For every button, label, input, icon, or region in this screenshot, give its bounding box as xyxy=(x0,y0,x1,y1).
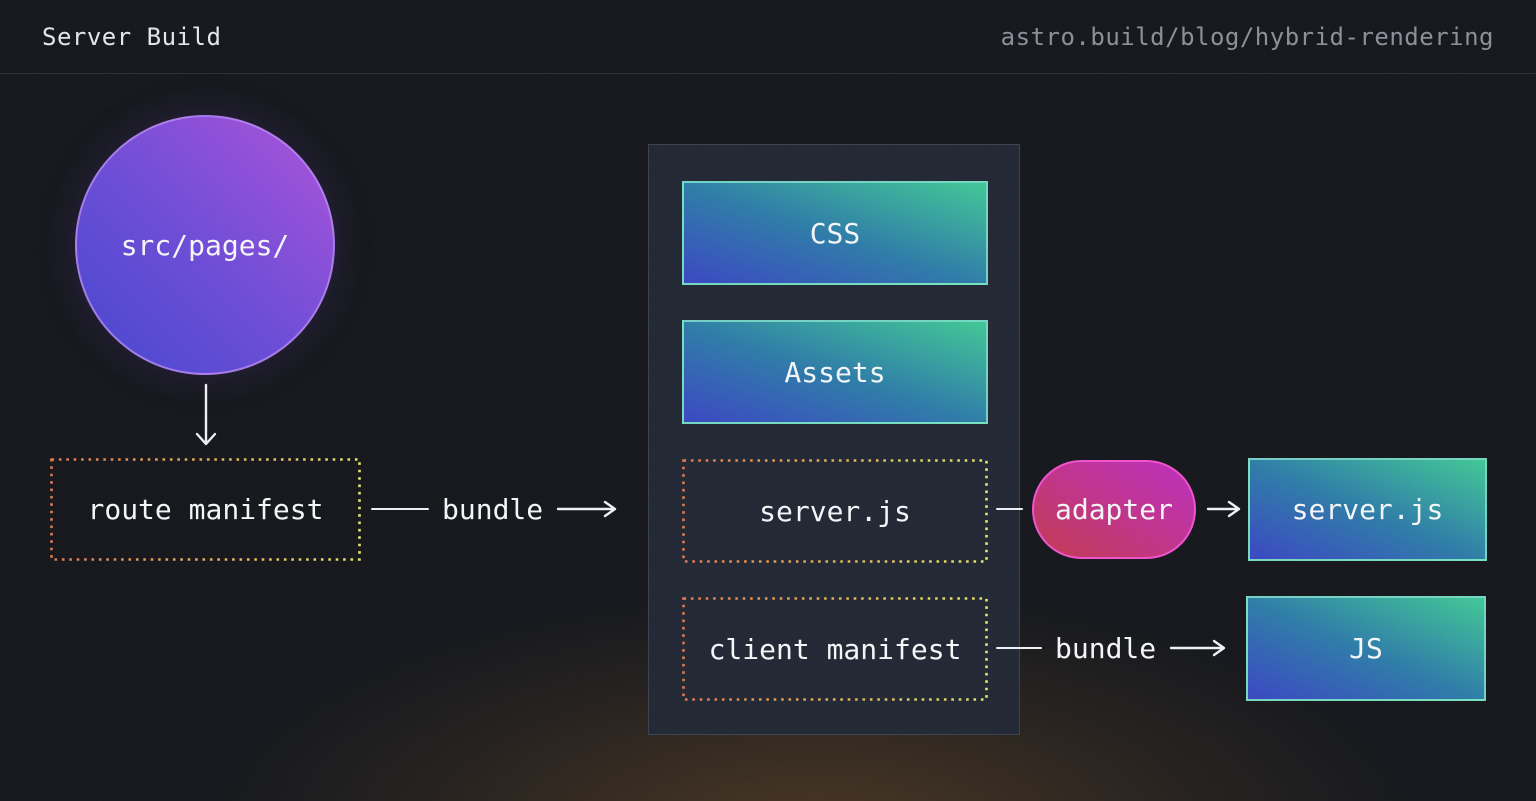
arrow-right-icon xyxy=(556,500,617,518)
node-server-js-out-label: server.js xyxy=(1291,493,1444,526)
connector-bundle-top-label: bundle xyxy=(442,492,544,526)
node-js-out-label: JS xyxy=(1349,632,1383,665)
node-server-js-out: server.js xyxy=(1248,458,1487,561)
connector-serverjs-adapter xyxy=(996,508,1023,510)
node-src-pages-label: src/pages/ xyxy=(120,228,290,262)
connector-bundle-top: bundle xyxy=(371,487,618,531)
header-bar: Server Build astro.build/blog/hybrid-ren… xyxy=(0,0,1536,74)
connector-bundle-bottom-label: bundle xyxy=(1055,631,1157,665)
node-route-manifest: route manifest xyxy=(50,458,361,561)
arrow-right-icon xyxy=(1206,500,1241,518)
connector-line xyxy=(996,647,1042,649)
dotted-border xyxy=(682,597,988,701)
arrow-right-icon xyxy=(1169,639,1226,657)
node-css-label: CSS xyxy=(809,216,861,250)
build-output-panel: CSS Assets server.js client manifest xyxy=(648,144,1020,735)
node-css: CSS xyxy=(682,181,988,285)
node-adapter: adapter xyxy=(1032,460,1196,559)
dotted-border xyxy=(682,459,988,563)
node-client-manifest: client manifest xyxy=(682,597,988,701)
node-src-pages: src/pages/ xyxy=(75,115,335,375)
page-title: Server Build xyxy=(42,22,222,51)
node-assets-label: Assets xyxy=(784,355,886,389)
node-assets: Assets xyxy=(682,320,988,424)
connector-line xyxy=(371,508,429,510)
node-js-out: JS xyxy=(1246,596,1486,701)
dotted-border xyxy=(50,458,361,561)
node-server-js-center: server.js xyxy=(682,459,988,563)
arrow-down-icon xyxy=(195,383,217,446)
source-url: astro.build/blog/hybrid-rendering xyxy=(1000,22,1494,51)
node-adapter-label: adapter xyxy=(1054,493,1173,526)
connector-bundle-bottom: bundle xyxy=(996,626,1227,670)
